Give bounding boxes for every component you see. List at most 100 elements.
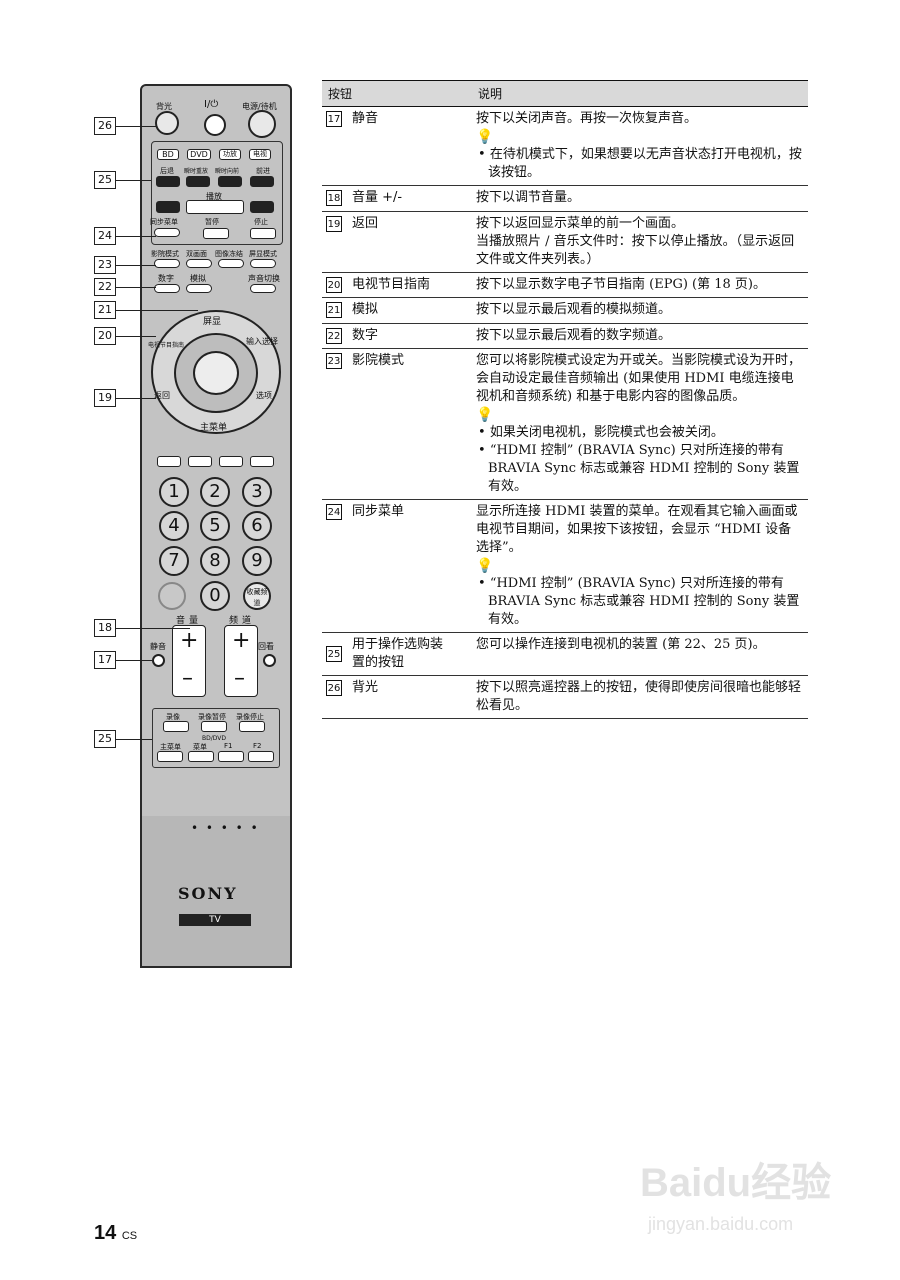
- callout-19: 19: [94, 389, 116, 407]
- red-button: [157, 456, 181, 467]
- power-label: I/⏻: [204, 99, 219, 110]
- dpad-home-label: 主菜单: [200, 423, 228, 433]
- source-panel: [151, 141, 283, 245]
- row-name: 背光: [352, 680, 379, 695]
- callout-22: 22: [94, 278, 116, 296]
- digit-3-button: 3: [242, 477, 272, 507]
- page-suffix: CS: [121, 1230, 138, 1242]
- advance-button: [218, 176, 242, 187]
- table-row: 25用于操作选购装置的按钮 您可以操作连接到电视机的装置 (第 22、25 页)…: [322, 632, 808, 676]
- freeze-button: [218, 259, 244, 268]
- analog-button: [186, 284, 212, 293]
- tip-bullet: • 如果关闭电视机，影院模式也会被关闭。: [478, 425, 724, 440]
- f2-button: [248, 751, 274, 762]
- channel-minus-icon: –: [234, 666, 245, 691]
- row-name: 数字: [352, 327, 379, 343]
- rewind-button: [156, 201, 180, 213]
- row-desc: 按下以返回显示菜单的前一个画面。: [476, 215, 685, 231]
- callout-20: 20: [94, 327, 116, 345]
- f2-label: F2: [253, 742, 262, 750]
- row-name: 音量 +/-: [352, 190, 403, 205]
- bd-home-button: [157, 751, 183, 762]
- callout-17: 17: [94, 651, 116, 669]
- callout-line: [116, 398, 156, 399]
- callout-23: 23: [94, 256, 116, 274]
- display-mode-button: [250, 259, 276, 268]
- row-badge: 19: [326, 215, 342, 232]
- display-mode-label: 屏显模式: [249, 250, 277, 258]
- row-desc: 按下以照亮遥控器上的按钮，使得即使房间很暗也能够轻松看见。: [476, 680, 802, 713]
- row-desc: 显示所连接 HDMI 装置的菜单。在观看其它输入画面或电视节目期间，如果按下该按…: [476, 504, 798, 555]
- row-name: 影院模式: [352, 353, 405, 368]
- digit-7-button: 7: [159, 546, 189, 576]
- callout-line: [116, 180, 151, 181]
- f1-button: [218, 751, 244, 762]
- power-button: [204, 114, 226, 136]
- replay-label: 瞬时重放: [184, 168, 209, 175]
- callout-25-bottom: 25: [94, 730, 116, 748]
- callout-line: [116, 739, 152, 740]
- channel-rocker: + –: [224, 625, 258, 697]
- yellow-button: [219, 456, 243, 467]
- page-number: 14 CS: [94, 1222, 138, 1244]
- row-badge: 21: [326, 302, 342, 318]
- tip-bullet: • “HDMI 控制” (BRAVIA Sync) 只对所连接的带有 BRAVI…: [478, 576, 800, 627]
- watermark: Baidu经验 jingyan.baidu.com: [640, 1150, 831, 1235]
- source-amp-button: 功放: [219, 149, 241, 160]
- blank-button: [158, 582, 186, 610]
- row-name: 返回: [352, 215, 379, 231]
- tv-model-badge: TV: [179, 914, 251, 926]
- analog-label: 模拟: [190, 274, 206, 283]
- volume-plus-icon: +: [180, 628, 199, 653]
- callout-line: [116, 287, 156, 288]
- callout-line: [116, 310, 198, 311]
- table-row: 23 影院模式 您可以将影院模式设定为开或关。当影院模式设为开时，会自动设定最佳音…: [322, 348, 808, 500]
- stop-label: 停止: [254, 218, 268, 226]
- tip-icon: 💡: [476, 129, 494, 145]
- sync-menu-label: 同步菜单: [150, 218, 178, 226]
- volume-rocker: + –: [172, 625, 206, 697]
- channel-plus-icon: +: [232, 628, 251, 653]
- digit-5-button: 5: [200, 511, 230, 541]
- advance-label: 瞬时向前: [215, 168, 240, 175]
- rec-stop-button: [239, 721, 265, 732]
- header-description: 说明: [472, 80, 808, 107]
- bd-menu-button: [188, 751, 214, 762]
- play-label: 播放: [206, 192, 222, 201]
- row-desc: 您可以将影院模式设定为开或关。当影院模式设为开时，会自动设定最佳音频输出 (如果…: [476, 353, 802, 404]
- dpad-options-label: 选项: [256, 391, 272, 400]
- sync-menu-button: [154, 228, 180, 237]
- row-name: 用于操作选购装置的按钮: [352, 637, 444, 670]
- ffwd-button: [250, 201, 274, 213]
- play-button: [186, 200, 244, 214]
- pause-button: [203, 228, 229, 239]
- row-badge: 23: [326, 353, 342, 369]
- replay-button: [186, 176, 210, 187]
- row-desc: 按下以显示最后观看的数字频道。: [476, 327, 672, 343]
- blue-button: [250, 456, 274, 467]
- tv-standby-button: [248, 110, 276, 138]
- tip-bullet: • “HDMI 控制” (BRAVIA Sync) 只对所连接的带有 BRAVI…: [478, 443, 800, 494]
- source-dvd-button: DVD: [187, 149, 211, 160]
- dpad-enter-button: [193, 351, 239, 395]
- source-bd-button: BD: [157, 149, 179, 160]
- mute-label: 静音: [150, 642, 166, 651]
- rec-pause-label: 录像暂停: [198, 713, 226, 721]
- callout-24: 24: [94, 227, 116, 245]
- digit-8-button: 8: [200, 546, 230, 576]
- rec-stop-label: 录像停止: [236, 713, 264, 721]
- pip-button: [186, 259, 212, 268]
- remote-control-illustration: [140, 84, 292, 864]
- rec-button: [163, 721, 189, 732]
- row-badge: 22: [326, 327, 342, 344]
- row-name: 静音: [352, 111, 379, 126]
- forward-label: 前进: [256, 167, 270, 175]
- dpad-input-label: 输入选择: [246, 337, 278, 346]
- row-badge: 18: [326, 190, 342, 206]
- callout-25-top: 25: [94, 171, 116, 189]
